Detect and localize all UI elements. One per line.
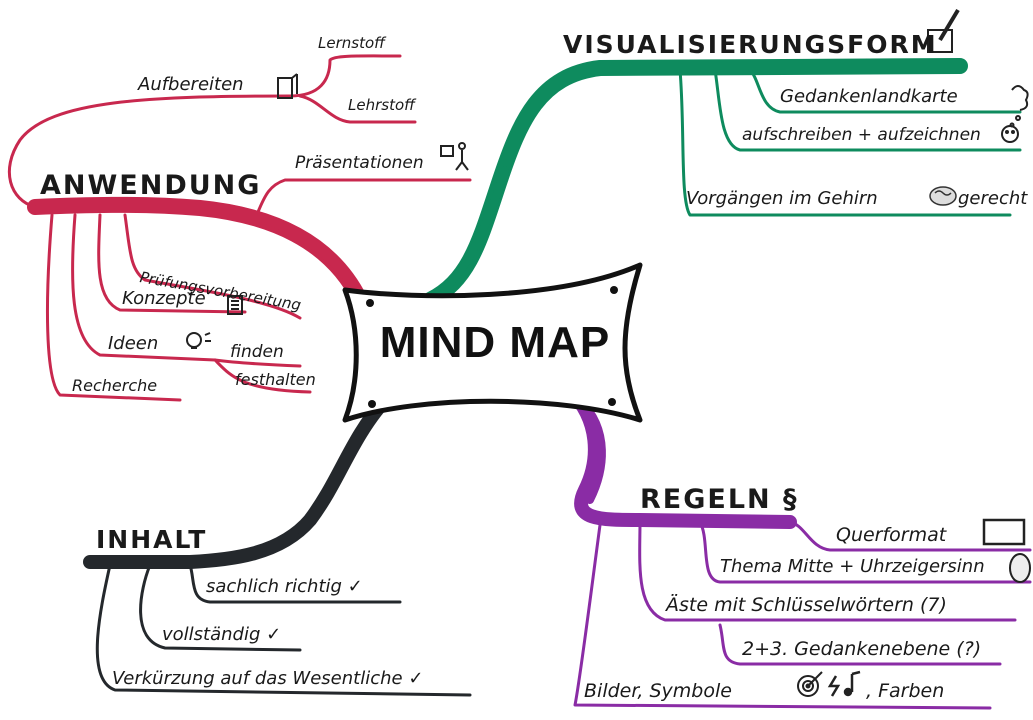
branch-pruefung [123, 213, 302, 320]
branch-konzepte [97, 213, 247, 314]
anwendung-title: ANWENDUNG [40, 170, 262, 201]
querformat-label: Querformat [836, 524, 947, 546]
lightbulb-icon [186, 332, 211, 349]
gerecht-label: gerecht [958, 188, 1028, 209]
branch-querformat [788, 520, 1032, 552]
konzepte-label: Konzepte [122, 288, 206, 309]
branch-recherche [45, 213, 182, 402]
brain-icon [929, 186, 957, 206]
visualisierung-title: VISUALISIERUNGSFORM [563, 30, 938, 59]
smiley-icon [1001, 125, 1019, 143]
ideen-label: Ideen [108, 333, 159, 354]
branch-aufbereiten [7, 54, 402, 209]
branch-ebenen [718, 623, 1002, 666]
branch-ideen [71, 213, 302, 368]
branch-lehrstoff [298, 94, 417, 124]
lernstoff-label: Lernstoff [318, 34, 385, 52]
target-icon [797, 671, 823, 697]
bilder-label: Bilder, Symbole [584, 680, 732, 702]
recherche-label: Recherche [72, 376, 158, 395]
finden-label: finden [230, 342, 284, 362]
branch-praesentationen [256, 178, 472, 214]
branch-aufschreiben [713, 68, 1022, 152]
branch-thema [698, 520, 1032, 584]
sachlich-label: sachlich richtig ✓ [206, 576, 363, 597]
branch-verkuerzung [95, 563, 472, 697]
branch-anwendung [7, 54, 472, 402]
landscape-format-icon [982, 518, 1026, 546]
regeln-title: REGELN § [640, 484, 799, 515]
farben-label: , Farben [866, 680, 945, 702]
branch-festhalten [213, 358, 312, 394]
branch-sachlich [188, 563, 402, 604]
branch-regeln [563, 383, 1032, 710]
verkuerzung-label: Verkürzung auf das Wesentliche ✓ [112, 668, 424, 689]
clock-icon [1009, 553, 1031, 583]
branch-bilder [573, 523, 992, 710]
lehrstoff-label: Lehrstoff [348, 96, 415, 114]
gedankenlandkarte-label: Gedankenlandkarte [780, 86, 958, 107]
center-frame [342, 262, 643, 423]
pen-frame-icon [927, 8, 960, 53]
branch-regeln-main [563, 383, 797, 529]
vollstaendig-label: vollständig ✓ [162, 624, 282, 645]
aeste-label: Äste mit Schlüsselwörtern (7) [666, 594, 947, 616]
branch-vorgaengen [678, 68, 1012, 217]
thema-label: Thema Mitte + Uhrzeigersinn [720, 556, 985, 577]
aufbereiten-label: Aufbereiten [138, 74, 244, 95]
vorgaengen-label: Vorgängen im Gehirn [686, 188, 878, 209]
branch-gedankenlandkarte [748, 68, 1022, 114]
center-title: MIND MAP [379, 318, 611, 367]
praesentationen-label: Präsentationen [295, 153, 424, 173]
presenter-icon [440, 142, 469, 171]
music-lightning-icon [827, 670, 861, 697]
aufschreiben-label: aufschreiben + aufzeichnen [742, 125, 981, 145]
thought-cloud-icon [1009, 85, 1029, 128]
branch-inhalt [83, 393, 472, 697]
ebenen-label: 2+3. Gedankenebene (?) [742, 638, 982, 660]
festhalten-label: festhalten [235, 370, 316, 389]
branch-vollstaendig [139, 563, 302, 652]
book-icon [277, 73, 298, 99]
branch-aeste [638, 520, 1017, 622]
inhalt-title: INHALT [96, 525, 208, 554]
document-icon [227, 295, 243, 315]
